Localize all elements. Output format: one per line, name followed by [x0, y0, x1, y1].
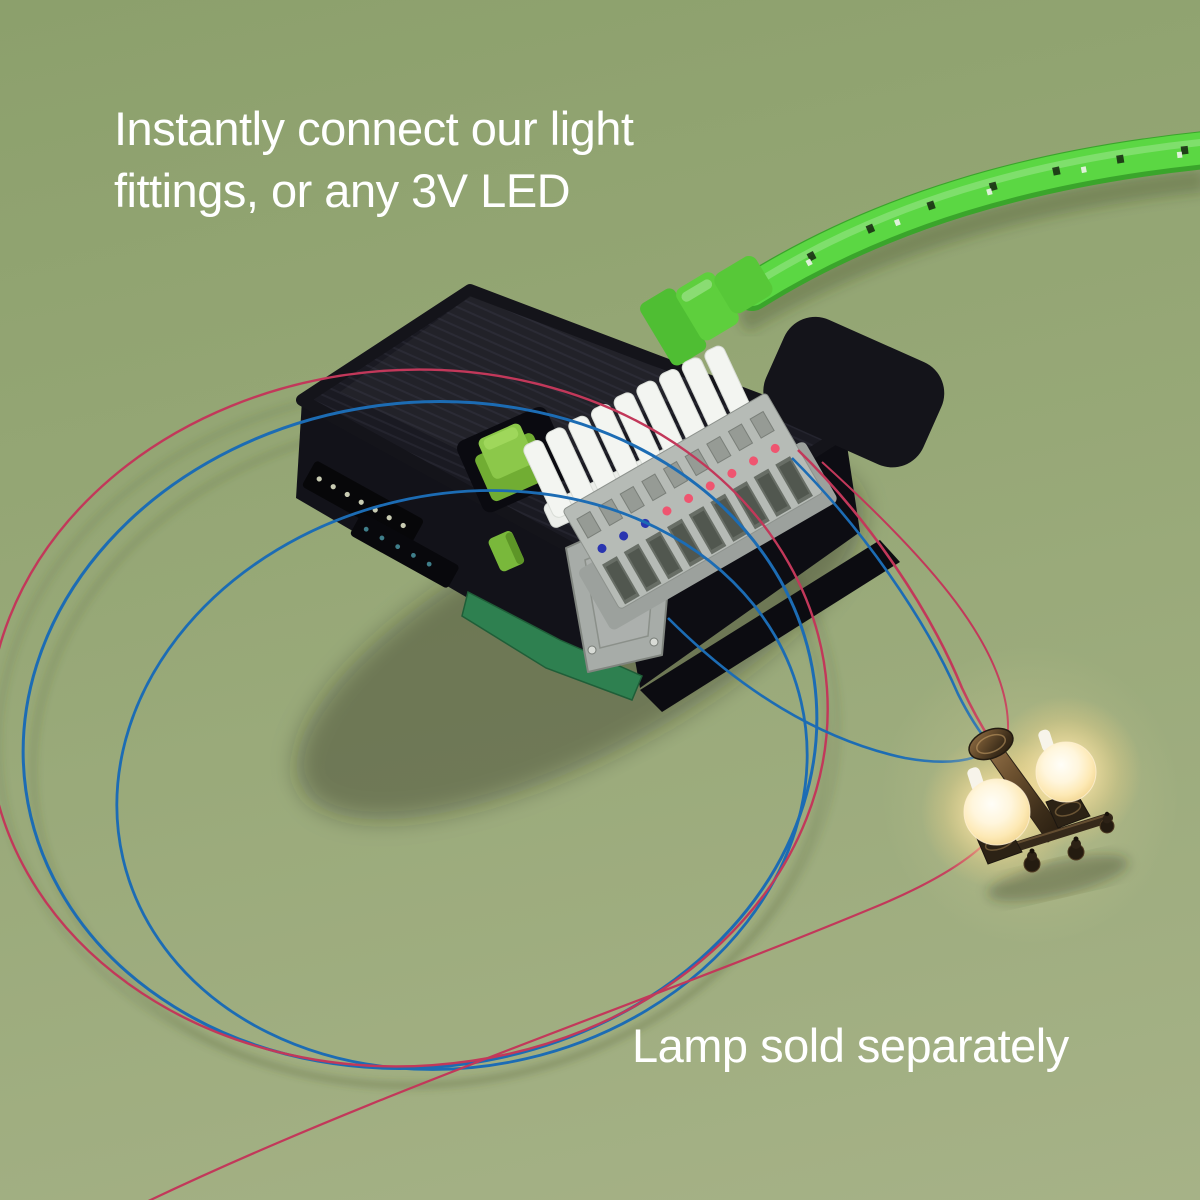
- blue-wire-loop-outer: [21, 400, 819, 1070]
- wire-loops: [0, 368, 1014, 1200]
- lamp-cross-arm: [1007, 813, 1113, 853]
- green-button: [457, 406, 573, 513]
- left-bulb: [963, 778, 1031, 846]
- green-cable: [640, 131, 1200, 366]
- caption-text: Lamp sold separately: [632, 1019, 1069, 1072]
- terminal-block: [523, 345, 837, 673]
- side-button-nub: [488, 531, 525, 572]
- red-wire-bottom-arc: [147, 755, 1014, 1200]
- lamp-finials: [1023, 811, 1115, 873]
- miniature-lamp: [880, 645, 1180, 945]
- red-wire-loop: [0, 368, 829, 1068]
- device-front-face: [296, 400, 620, 682]
- pin-header-slot-lower: [350, 513, 459, 588]
- right-bulb: [1035, 741, 1097, 803]
- cable-boot: [640, 255, 773, 366]
- headline-text: Instantly connect our light fittings, or…: [114, 102, 634, 218]
- blue-wire-loop-inner: [115, 489, 809, 1071]
- cable-entry-lobe: [763, 316, 945, 468]
- terminal-cells: [576, 410, 813, 605]
- pcb-edge: [461, 590, 643, 701]
- pin-header-slot: [302, 461, 424, 545]
- cable-fleck-white: [752, 149, 1200, 297]
